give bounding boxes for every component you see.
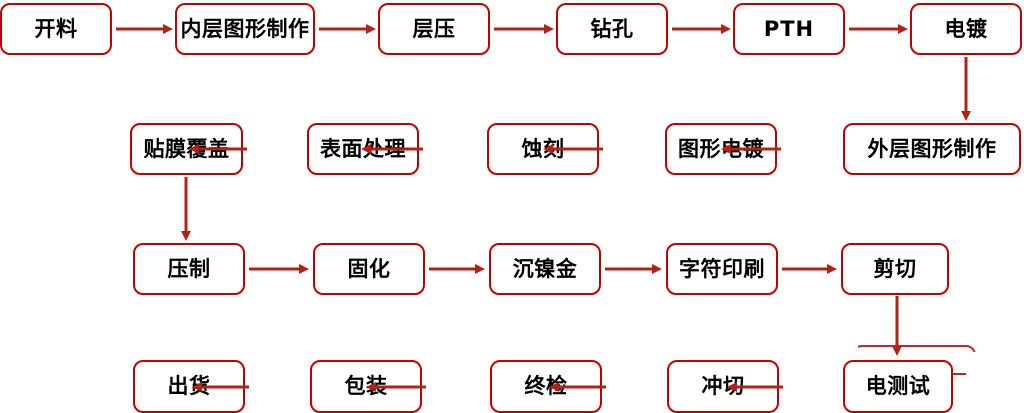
- process-node-chennijin[interactable]: 沉镍金: [489, 243, 601, 295]
- flow-arrow-tuxingdianu-to-shike: [543, 141, 603, 157]
- flow-arrow-zuankong-to-pth: [672, 21, 731, 37]
- flow-arrow-chongqie-to-zhongjian: [549, 379, 606, 395]
- process-node-cengya[interactable]: 层压: [378, 3, 490, 55]
- process-node-zuankong[interactable]: 钻孔: [556, 3, 668, 55]
- process-node-guhua[interactable]: 固化: [313, 243, 425, 295]
- flow-arrow-yazhi-to-guhua: [249, 261, 309, 277]
- flow-arrow-kailiao-to-neiceng: [116, 21, 173, 37]
- process-node-zifu-yinshua[interactable]: 字符印刷: [666, 243, 778, 295]
- flow-arrow-zifuyinshua-to-jianqie: [782, 261, 837, 277]
- process-node-tiemo-fugai[interactable]: 贴膜覆盖: [130, 123, 243, 175]
- process-node-neiceng-tuxing-zhizuo[interactable]: 内层图形制作: [175, 3, 315, 55]
- flow-arrow-biaomianchuli-to-tiemofugai: [189, 141, 247, 157]
- flow-arrow-tiemofugai-to-yazhi: [178, 177, 194, 241]
- flow-arrow-shike-to-biaomianchuli: [361, 141, 423, 157]
- process-node-pth[interactable]: PTH: [733, 3, 845, 55]
- flow-arrow-pth-to-diandu: [849, 21, 908, 37]
- flow-arrow-dianceshi-to-chongqie: [727, 379, 783, 395]
- process-node-jianqie[interactable]: 剪切: [841, 243, 949, 295]
- process-node-dianceshi[interactable]: 电测试: [843, 360, 953, 413]
- flow-arrow-zhongjian-to-baozhuang: [366, 379, 426, 395]
- flow-arrow-guhua-to-chennijin: [429, 261, 485, 277]
- flow-arrow-cengya-to-zuankong: [494, 21, 554, 37]
- process-node-waiceng-tuxing-zhizuo[interactable]: 外层图形制作: [843, 123, 1021, 175]
- flow-arrow-jianqie-to-dianceshi: [889, 296, 905, 356]
- flow-arrow-waiceng-to-tuxingdianu: [721, 141, 781, 157]
- flow-arrow-diandu-to-waiceng: [958, 57, 974, 121]
- process-node-yazhi[interactable]: 压制: [133, 243, 245, 295]
- flow-arrow-baozhuang-to-chuhuo: [192, 379, 249, 395]
- process-node-kailiao[interactable]: 开料: [0, 3, 112, 55]
- flow-arrow-neiceng-to-cengya: [319, 21, 376, 37]
- process-node-chuhuo[interactable]: 出货: [133, 360, 245, 413]
- render-artifact-mask-right: [966, 352, 988, 378]
- process-node-diandu[interactable]: 电镀: [910, 3, 1022, 55]
- flow-arrow-chennijin-to-zifuyinshua: [605, 261, 662, 277]
